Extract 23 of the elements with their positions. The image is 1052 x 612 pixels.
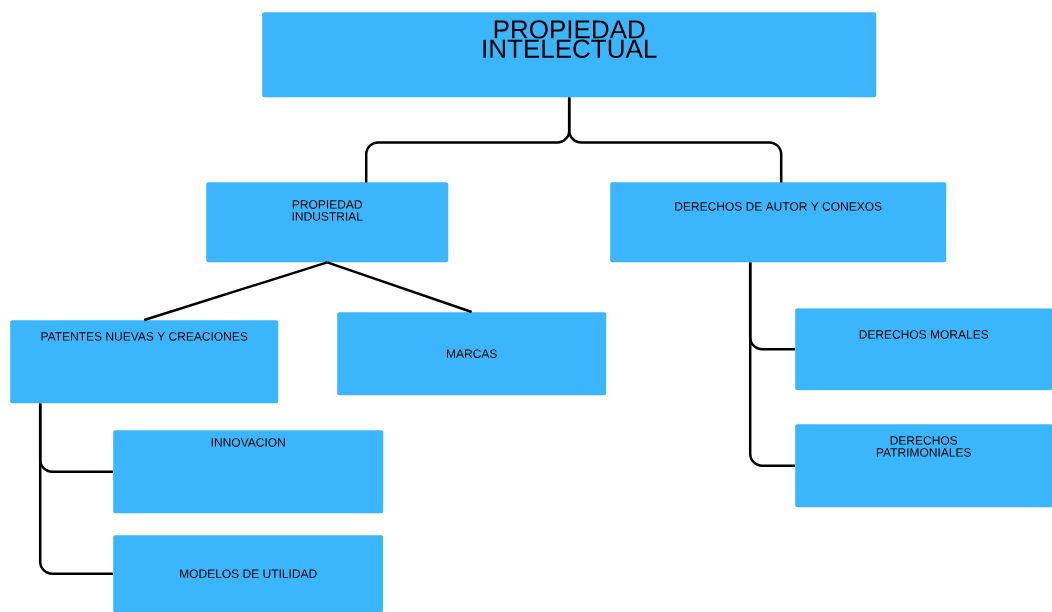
box-label: PROPIEDAD INDUSTRIAL (292, 200, 363, 221)
concept-box (262, 12, 877, 98)
box-label: DERECHOS PATRIMONIALES (876, 436, 971, 457)
connector-line (326, 261, 473, 314)
connector-line (143, 261, 328, 322)
concept-box (113, 430, 384, 514)
connector-line (38, 403, 113, 575)
concept-box (610, 182, 947, 263)
concept-box (795, 424, 1052, 508)
concept-box (113, 535, 384, 612)
concept-box (795, 308, 1052, 391)
box-label: MARCAS (447, 349, 497, 358)
concept-box (10, 320, 279, 404)
box-label: PATENTES NUEVAS Y CREACIONES (41, 332, 248, 341)
box-label: MODELOS DE UTILIDAD (180, 569, 317, 578)
box-label: DERECHOS MORALES (859, 330, 989, 339)
concept-box (206, 182, 449, 263)
box-label: INNOVACION (211, 438, 285, 447)
connector-line (567, 97, 783, 183)
concept-box (337, 312, 607, 396)
connector-line (748, 262, 795, 467)
box-label: PROPIEDAD INTELECTUAL (483, 20, 657, 58)
box-label: DERECHOS DE AUTOR Y CONEXOS (675, 202, 882, 211)
